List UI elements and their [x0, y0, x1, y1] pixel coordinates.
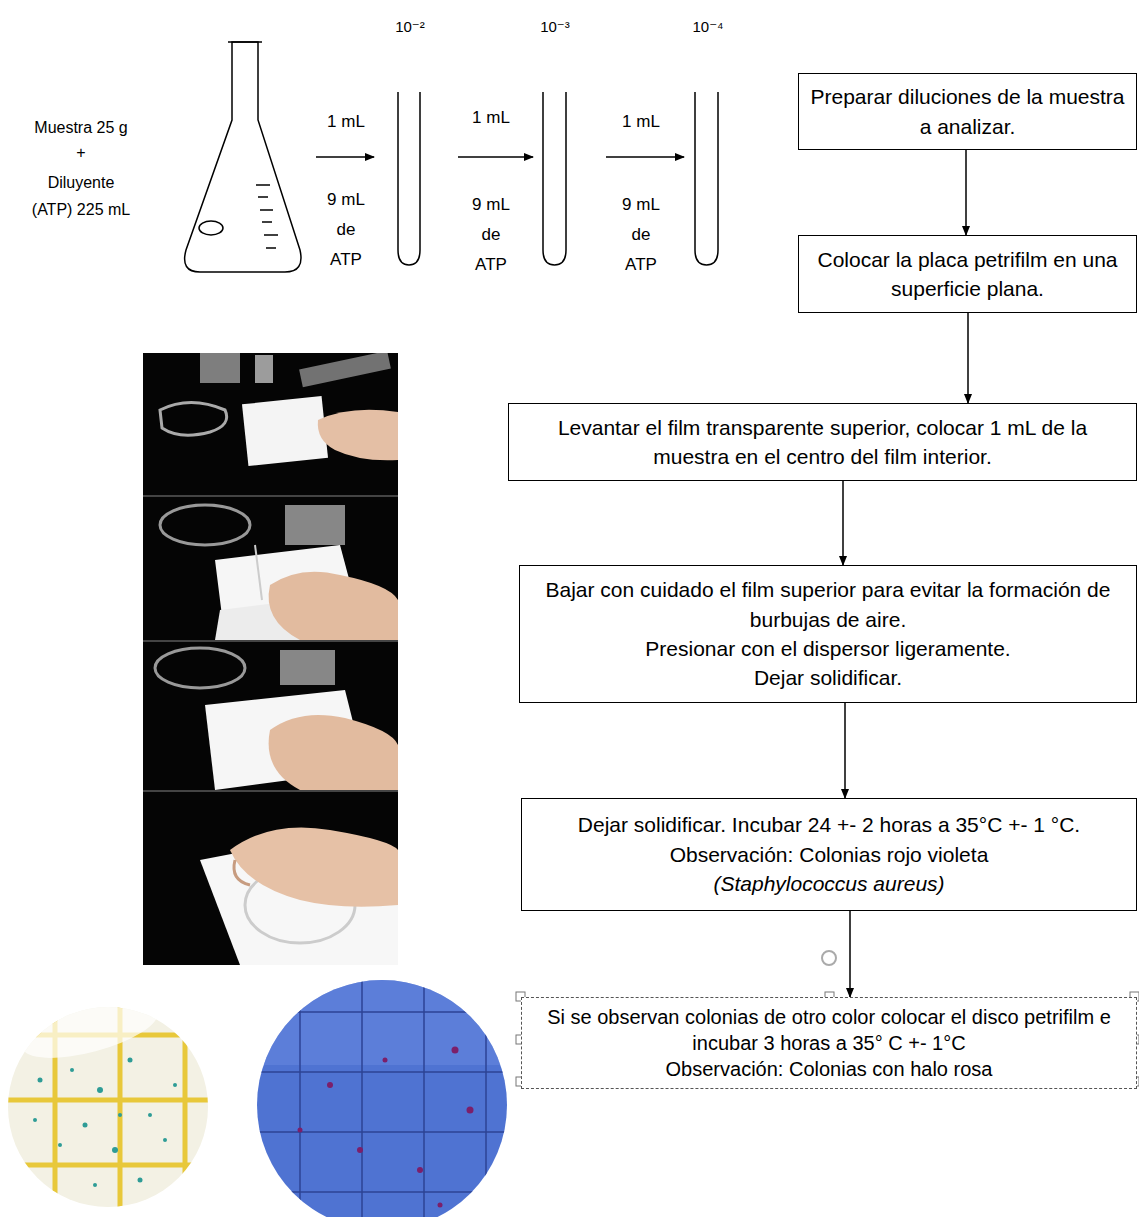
box-text: (Staphylococcus aureus) [713, 869, 944, 898]
transfer-arrows [316, 156, 684, 158]
annotation-label: + [18, 143, 144, 162]
flow-arrow [842, 481, 844, 565]
process-box: Bajar con cuidado el film superior para … [519, 565, 1137, 703]
annotation-label: 9 mL de ATP [616, 190, 666, 279]
annotation-label: 1 mL [460, 108, 522, 128]
annotation-label: 1 mL [610, 112, 672, 132]
annotation-label: 10⁻³ [525, 18, 585, 36]
petrifilm-photo-blue [250, 975, 515, 1217]
flow-arrow [844, 703, 846, 798]
box-text: Preparar diluciones de la muestra a anal… [809, 82, 1126, 141]
process-box: Preparar diluciones de la muestra a anal… [798, 73, 1137, 150]
box-text: Observación: Colonias con halo rosa [666, 1056, 993, 1082]
test-tubes [398, 92, 718, 265]
procedure-photos [143, 353, 398, 965]
process-box: Si se observan colonias de otro color co… [521, 997, 1137, 1089]
annotation-label: Diluyente [18, 173, 144, 192]
flow-arrow [849, 911, 851, 997]
process-box: Colocar la placa petrifilm en una superf… [798, 235, 1137, 313]
box-text: Colocar la placa petrifilm en una superf… [809, 245, 1126, 304]
box-text: Dejar solidificar. [754, 663, 902, 692]
box-text: Dejar solidificar. Incubar 24 +- 2 horas… [532, 810, 1126, 869]
flow-arrow [965, 150, 967, 235]
box-text: Bajar con cuidado el film superior para … [530, 575, 1126, 634]
annotation-label: 10⁻⁴ [678, 18, 738, 36]
annotation-label: (ATP) 225 mL [18, 200, 144, 219]
flow-arrow [967, 313, 969, 403]
annotation-label: 9 mL de ATP [321, 185, 371, 274]
box-text: Levantar el film transparente superior, … [519, 413, 1126, 472]
box-text: Presionar con el dispersor ligeramente. [645, 634, 1010, 663]
box-text: Si se observan colonias de otro color co… [532, 1004, 1126, 1056]
process-box: Levantar el film transparente superior, … [508, 403, 1137, 481]
process-box: Dejar solidificar. Incubar 24 +- 2 horas… [521, 798, 1137, 911]
annotation-label: 10⁻² [380, 18, 440, 36]
annotation-label: 1 mL [315, 112, 377, 132]
annotation-label: Muestra 25 g [18, 118, 144, 137]
annotation-label: 9 mL de ATP [466, 190, 516, 279]
petrifilm-photo-yellow [0, 991, 220, 1217]
erlenmeyer-flask [185, 42, 301, 272]
